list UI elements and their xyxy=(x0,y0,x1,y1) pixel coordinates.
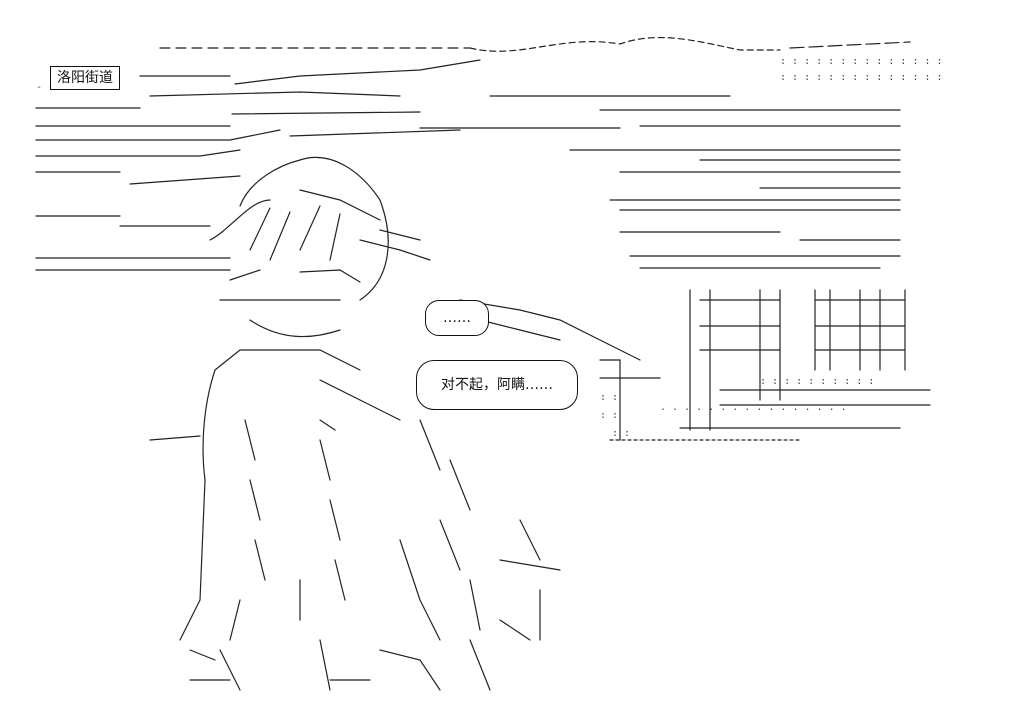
svg-text:: :: : : xyxy=(612,428,630,439)
speech-text-second: 对不起，阿瞒…… xyxy=(441,377,553,393)
svg-text:: : : : : : : : : : : : : :: : : : : : : : : : : : : : : xyxy=(780,56,943,67)
svg-text:- -: - - xyxy=(36,82,54,93)
location-caption: 洛阳街道 xyxy=(50,66,120,90)
svg-text:: :: : : xyxy=(600,410,618,421)
svg-text:: : : : : : : : : : : : : :: : : : : : : : : : : : : : : xyxy=(780,72,943,83)
svg-text:: : : : : : : : : :: : : : : : : : : : : xyxy=(760,376,874,387)
svg-text:: :: : : xyxy=(600,392,618,403)
speech-text-first: …… xyxy=(443,310,471,326)
speech-bubble-first: …… xyxy=(425,300,489,336)
svg-text:. . . . . . . . . . . . . . .: . . . . . . . . . . . . . . . . xyxy=(660,402,847,413)
speech-bubble-second: 对不起，阿瞒…… xyxy=(416,360,578,410)
